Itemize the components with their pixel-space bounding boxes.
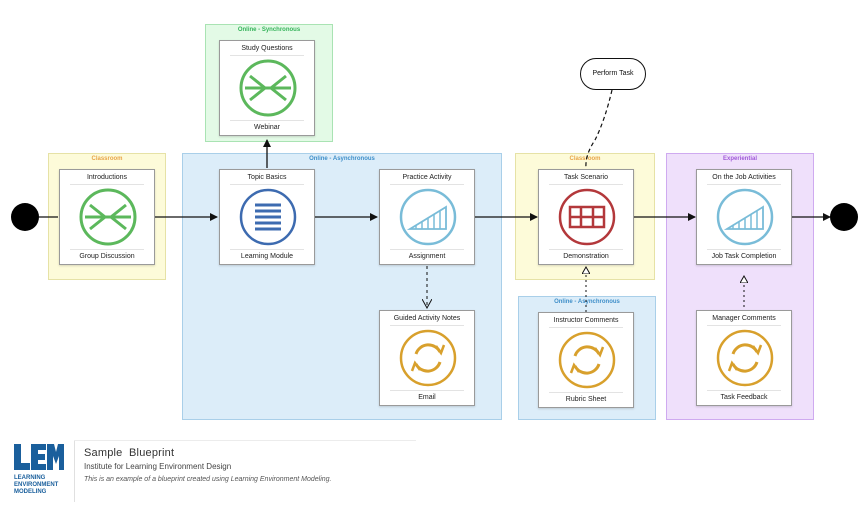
card-on-the-job: On the Job Activities Job Task Completio… [696, 169, 792, 265]
card-study-questions: Study Questions Webinar [219, 40, 315, 136]
grid-table-icon [558, 188, 616, 246]
card-instructor-comments: Instructor Comments Rubric Sheet [538, 312, 634, 408]
converge-arrows-icon [239, 59, 297, 117]
card-subtitle: Demonstration [563, 253, 609, 260]
footer-divider [74, 440, 75, 502]
card-title: Guided Activity Notes [393, 315, 461, 322]
logo-subtext-1: LEARNING [14, 475, 46, 481]
progress-bars-icon [399, 188, 457, 246]
blueprint-org: Institute for Learning Environment Desig… [84, 462, 232, 471]
blueprint-title: Sample Blueprint [84, 447, 175, 459]
lem-logo: LEARNING ENVIRONMENT MODELING [14, 444, 66, 496]
cycle-arrows-icon [558, 331, 616, 389]
card-subtitle: Job Task Completion [711, 253, 777, 260]
footer-rule [74, 440, 416, 441]
list-lines-icon [239, 188, 297, 246]
converge-arrows-icon [79, 188, 137, 246]
progress-bars-icon [716, 188, 774, 246]
start-node [11, 203, 39, 231]
card-introductions: Introductions Group Discussion [59, 169, 155, 265]
end-node [830, 203, 858, 231]
cycle-arrows-icon [716, 329, 774, 387]
card-practice-activity: Practice Activity Assignment [379, 169, 475, 265]
card-subtitle: Assignment [408, 253, 446, 260]
zone-label: Online - Asynchronous [554, 299, 620, 305]
card-guided-activity-notes: Guided Activity Notes Email [379, 310, 475, 406]
card-title: On the Job Activities [712, 174, 776, 181]
perform-task-node: Perform Task [580, 58, 646, 90]
card-title: Task Scenario [564, 174, 608, 181]
zone-label: Online - Asynchronous [309, 156, 375, 162]
card-subtitle: Group Discussion [79, 253, 135, 260]
card-task-scenario: Task Scenario Demonstration [538, 169, 634, 265]
card-subtitle: Learning Module [240, 253, 294, 260]
card-manager-comments: Manager Comments Task Feedback [696, 310, 792, 406]
zone-label: Classroom [91, 156, 123, 162]
blueprint-description: This is an example of a blueprint create… [84, 476, 332, 483]
card-topic-basics: Topic Basics Learning Module [219, 169, 315, 265]
card-title: Introductions [86, 174, 128, 181]
card-title: Topic Basics [247, 174, 287, 181]
card-title: Manager Comments [712, 315, 776, 322]
logo-subtext-2: ENVIRONMENT [14, 482, 59, 488]
zone-label: Experiential [722, 156, 757, 162]
card-subtitle: Webinar [254, 124, 280, 131]
logo-subtext-3: MODELING [14, 489, 47, 495]
card-title: Instructor Comments [553, 317, 619, 324]
card-subtitle: Rubric Sheet [565, 396, 607, 403]
card-subtitle: Email [418, 394, 436, 401]
card-title: Practice Activity [402, 174, 452, 181]
zone-label: Classroom [569, 156, 601, 162]
zone-label: Online - Synchronous [237, 27, 301, 33]
card-subtitle: Task Feedback [720, 394, 768, 401]
cycle-arrows-icon [399, 329, 457, 387]
lem-logo-mark [14, 444, 64, 470]
card-title: Study Questions [241, 45, 293, 52]
